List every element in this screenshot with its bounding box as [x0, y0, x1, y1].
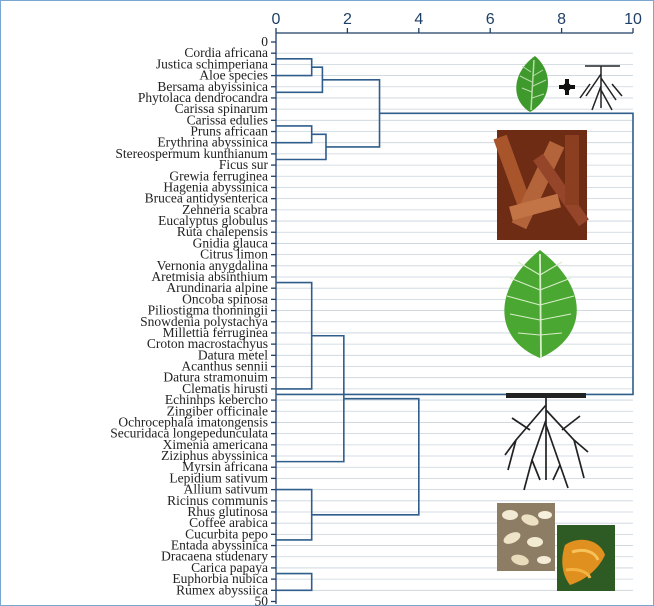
- dendrogram-link: [276, 134, 326, 159]
- x-tick-label: 4: [414, 11, 423, 28]
- x-tick-label: 2: [343, 11, 352, 28]
- x-tick-label: 8: [557, 11, 566, 28]
- dendrogram-link: [276, 67, 322, 92]
- dendrogram-link: [276, 126, 312, 143]
- dendrogram-link: [276, 336, 344, 462]
- dendrogram-link: [276, 490, 312, 540]
- root-system-icon: [505, 393, 588, 490]
- dendrogram-link: [276, 59, 312, 76]
- dendrogram-link: [276, 574, 312, 591]
- x-tick-label: 0: [272, 11, 281, 28]
- fruit-photo: [557, 525, 615, 591]
- axes: 0246810050: [255, 11, 643, 606]
- seeds-photo: [497, 503, 555, 571]
- bark-photo: [493, 130, 588, 240]
- green-leaf-icon: [504, 250, 576, 358]
- leaf-labels: Cordia africanaJustica schimperianaAloe …: [110, 45, 276, 597]
- x-tick-label: 6: [486, 11, 495, 28]
- dendrogram-link: [322, 80, 379, 147]
- x-tick-label: 10: [624, 11, 642, 28]
- leaf-label: Rumex abyssiica: [176, 582, 268, 597]
- dendrogram-link: [276, 283, 312, 389]
- dendrogram-link: [312, 399, 419, 515]
